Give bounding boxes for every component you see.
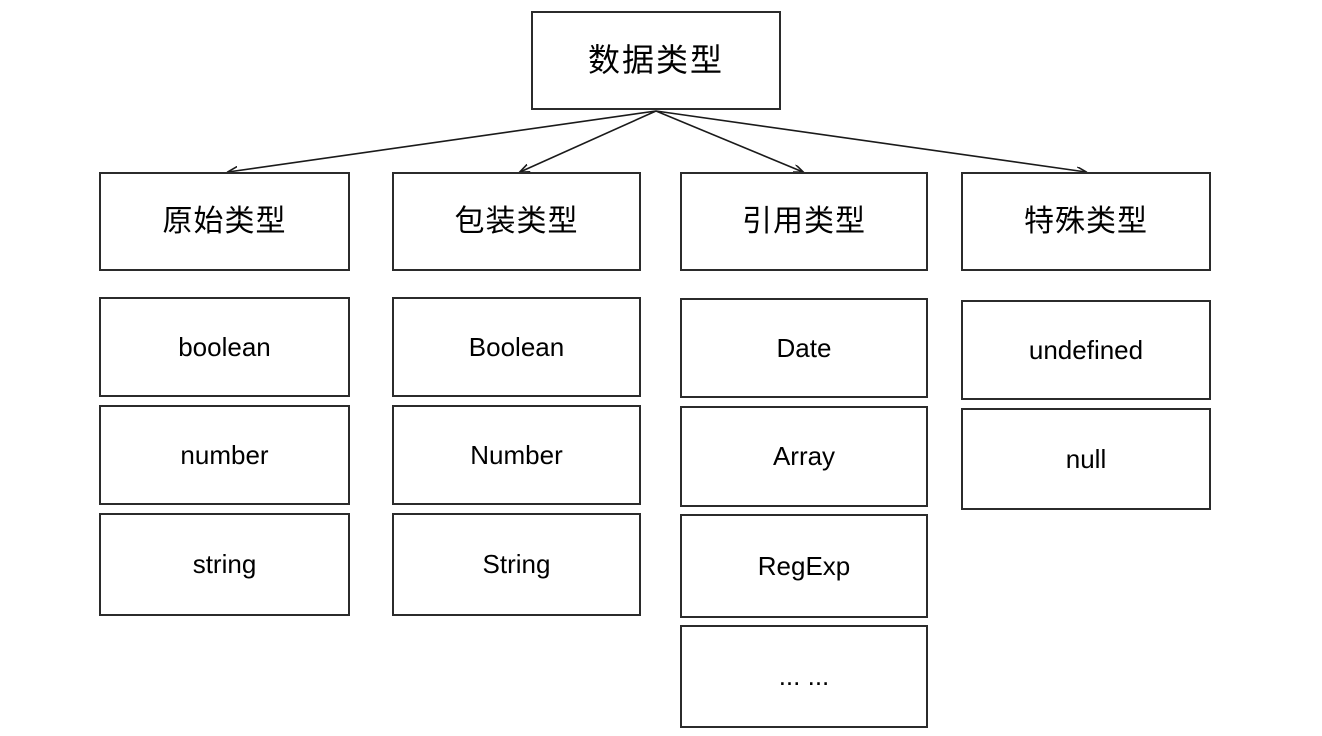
leaf-node-label: null	[1065, 443, 1107, 474]
leaf-node[interactable]: Boolean	[392, 297, 641, 397]
leaf-node[interactable]: number	[99, 405, 350, 505]
leaf-node[interactable]: null	[961, 408, 1211, 510]
category-node-special[interactable]: 特殊类型	[961, 172, 1211, 271]
leaf-node[interactable]: String	[392, 513, 641, 616]
leaf-node[interactable]: Number	[392, 405, 641, 505]
leaf-node[interactable]: RegExp	[680, 514, 928, 618]
category-node-wrapper[interactable]: 包装类型	[392, 172, 641, 271]
category-node-label: 引用类型	[742, 204, 866, 239]
connector-arrow	[520, 110, 657, 172]
leaf-node[interactable]: Date	[680, 298, 928, 398]
leaf-node-label: Boolean	[468, 331, 565, 362]
leaf-node[interactable]: ... ...	[680, 625, 928, 728]
leaf-node-label: string	[192, 549, 257, 580]
root-node[interactable]: 数据类型	[531, 11, 781, 110]
leaf-node-label: undefined	[1028, 334, 1144, 365]
leaf-node[interactable]: undefined	[961, 300, 1211, 400]
leaf-node[interactable]: string	[99, 513, 350, 616]
leaf-node-label: RegExp	[757, 550, 851, 581]
category-node-primitive[interactable]: 原始类型	[99, 172, 350, 271]
connector-arrow	[655, 110, 803, 172]
leaf-node-label: Date	[776, 332, 832, 363]
category-node-label: 特殊类型	[1024, 204, 1148, 239]
leaf-node-label: Number	[470, 439, 563, 470]
leaf-node-label: boolean	[178, 331, 271, 362]
leaf-node[interactable]: boolean	[99, 297, 350, 397]
leaf-node[interactable]: Array	[680, 406, 928, 507]
category-node-label: 包装类型	[454, 204, 579, 239]
leaf-node-label: ... ...	[778, 661, 830, 692]
leaf-node-label: String	[482, 549, 551, 580]
leaf-node-label: Array	[772, 441, 836, 472]
category-node-reference[interactable]: 引用类型	[680, 172, 928, 271]
connector-arrow	[655, 110, 1086, 172]
connector-arrow	[228, 110, 657, 172]
root-node-label: 数据类型	[587, 40, 724, 79]
leaf-node-label: number	[180, 439, 269, 470]
category-node-label: 原始类型	[162, 204, 287, 239]
